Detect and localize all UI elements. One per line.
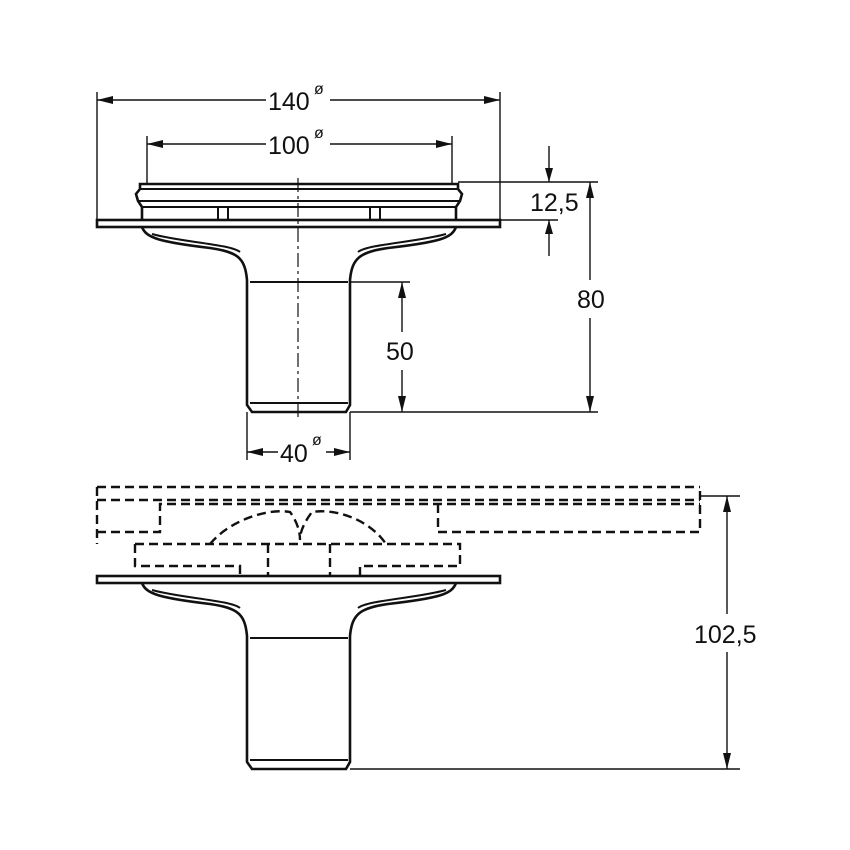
dim-outer-diameter-value: 140 [268, 88, 310, 116]
dim-spigot-diameter: 40 ø [246, 412, 351, 468]
extension-dashed-insert [133, 542, 462, 576]
bottom-bowl-inner-right [357, 589, 447, 609]
dim-flange-height: 12,5 [458, 146, 598, 256]
top-bowl-inner-left [151, 233, 241, 253]
top-rib-left [217, 206, 229, 221]
bottom-bowl-inner-left [151, 589, 241, 609]
bottom-flange-plate [95, 574, 502, 585]
dim-inner-diameter: 100 ø [146, 125, 453, 184]
extension-dashed-outline [95, 485, 702, 544]
top-drain-view [95, 178, 502, 418]
dim-total-height-bottom-value: 102,5 [694, 621, 757, 649]
dim-outer-diameter: 140 ø [96, 81, 501, 220]
bottom-bowl [140, 582, 458, 771]
top-bowl [140, 226, 458, 414]
top-flange-plate [95, 218, 502, 229]
top-bowl-inner-right [357, 233, 447, 253]
dim-total-height-top: 80 [350, 182, 605, 413]
dim-inner-diameter-symbol: ø [314, 125, 324, 142]
dim-spigot-length-value: 50 [386, 338, 414, 366]
dim-flange-height-value: 12,5 [530, 189, 579, 217]
dim-total-height-bottom: 102,5 [350, 495, 757, 770]
dim-total-height-top-value: 80 [577, 286, 605, 314]
dim-inner-diameter-value: 100 [268, 132, 310, 160]
dim-spigot-length: 50 [350, 281, 414, 412]
dim-outer-diameter-symbol: ø [314, 81, 324, 98]
extension-dashed-dome [209, 510, 387, 545]
dim-spigot-diameter-symbol: ø [312, 432, 322, 449]
bottom-drain-view [95, 485, 702, 771]
dim-spigot-diameter-value: 40 [280, 440, 308, 468]
top-rib-right [369, 206, 381, 221]
